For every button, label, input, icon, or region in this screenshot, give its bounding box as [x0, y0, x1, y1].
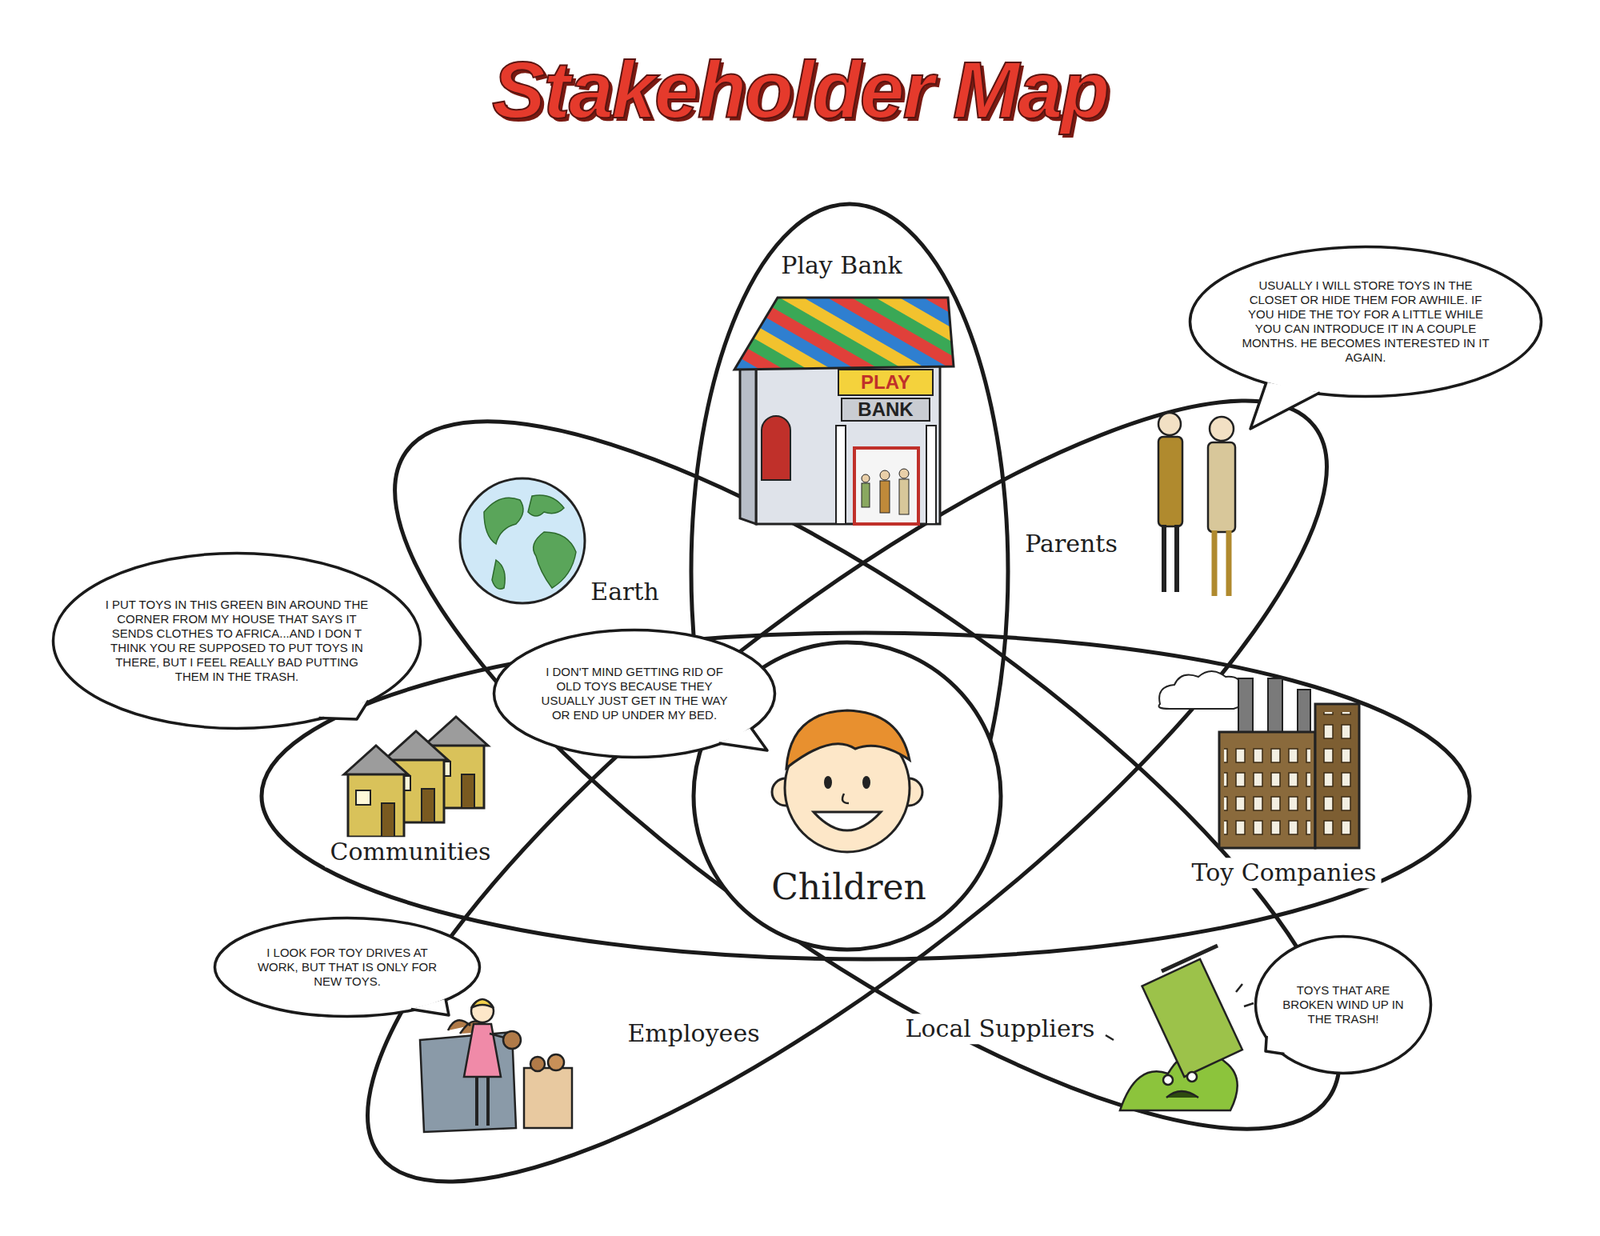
quote-text: USUALLY I WILL STORE TOYS IN THE CLOSET …	[1239, 278, 1492, 365]
bank-building	[734, 297, 954, 524]
stakeholder-label: Toy Companies	[1187, 857, 1382, 888]
bubble-text-box: I PUT TOYS IN THIS GREEN BIN AROUND THE …	[104, 597, 368, 684]
speech-bubble: I DON'T MIND GETTING RID OF OLD TOYS BEC…	[492, 628, 777, 760]
quote-text: TOYS THAT ARE BROKEN WIND UP IN THE TRAS…	[1279, 983, 1407, 1027]
bubble-text-box: I DON'T MIND GETTING RID OF OLD TOYS BEC…	[533, 664, 736, 723]
stakeholder-label: Earth	[585, 576, 664, 608]
speech-bubble: USUALLY I WILL STORE TOYS IN THE CLOSET …	[1188, 244, 1544, 399]
stakeholder-label: Play Bank	[776, 250, 908, 281]
orbit-ellipse	[261, 632, 1470, 960]
trash-bin	[1105, 945, 1254, 1111]
bubble-outline	[1256, 936, 1432, 1074]
quote-text: I PUT TOYS IN THIS GREEN BIN AROUND THE …	[104, 597, 368, 684]
map-title: Stakeholder Map	[0, 49, 1600, 130]
stakeholder-label: Communities	[325, 836, 496, 868]
speech-bubble: I LOOK FOR TOY DRIVES AT WORK, BUT THAT …	[212, 916, 482, 1019]
bubble-tail	[719, 728, 768, 751]
stakeholder-label: Parents	[1020, 528, 1123, 560]
stakeholder-label: Local Suppliers	[900, 1013, 1100, 1044]
sign-text: BANK	[857, 400, 913, 420]
speech-bubble: TOYS THAT ARE BROKEN WIND UP IN THE TRAS…	[1253, 934, 1433, 1076]
orbit-ellipse	[304, 308, 1430, 1236]
bubble-tail	[1250, 382, 1320, 429]
bubble-outline	[494, 630, 776, 758]
bubble-outline	[53, 553, 421, 729]
quote-text: I LOOK FOR TOY DRIVES AT WORK, BUT THAT …	[252, 945, 444, 989]
bubble-tail	[1265, 1036, 1284, 1055]
employee-figure	[420, 999, 572, 1132]
bubble-text-box: USUALLY I WILL STORE TOYS IN THE CLOSET …	[1239, 278, 1492, 365]
speech-bubble: I PUT TOYS IN THIS GREEN BIN AROUND THE …	[51, 551, 423, 731]
child-face	[772, 710, 923, 852]
houses-icon	[344, 716, 488, 837]
globe-icon	[460, 478, 585, 604]
bubble-outline	[215, 918, 480, 1017]
factory-icon	[1159, 671, 1360, 848]
parents-figures	[1158, 412, 1236, 596]
bubble-text-box: I LOOK FOR TOY DRIVES AT WORK, BUT THAT …	[252, 945, 444, 989]
sign-text: PLAY	[860, 372, 911, 392]
stakeholder-label: Children	[766, 864, 932, 909]
bubble-tail	[319, 700, 369, 720]
quote-text: I DON'T MIND GETTING RID OF OLD TOYS BEC…	[533, 664, 736, 723]
bubble-tail	[411, 999, 449, 1016]
orbit-ellipse	[272, 287, 1424, 1236]
bubble-outline	[1190, 247, 1542, 397]
stakeholder-label: Employees	[622, 1018, 764, 1049]
bubble-text-box: TOYS THAT ARE BROKEN WIND UP IN THE TRAS…	[1279, 983, 1407, 1027]
